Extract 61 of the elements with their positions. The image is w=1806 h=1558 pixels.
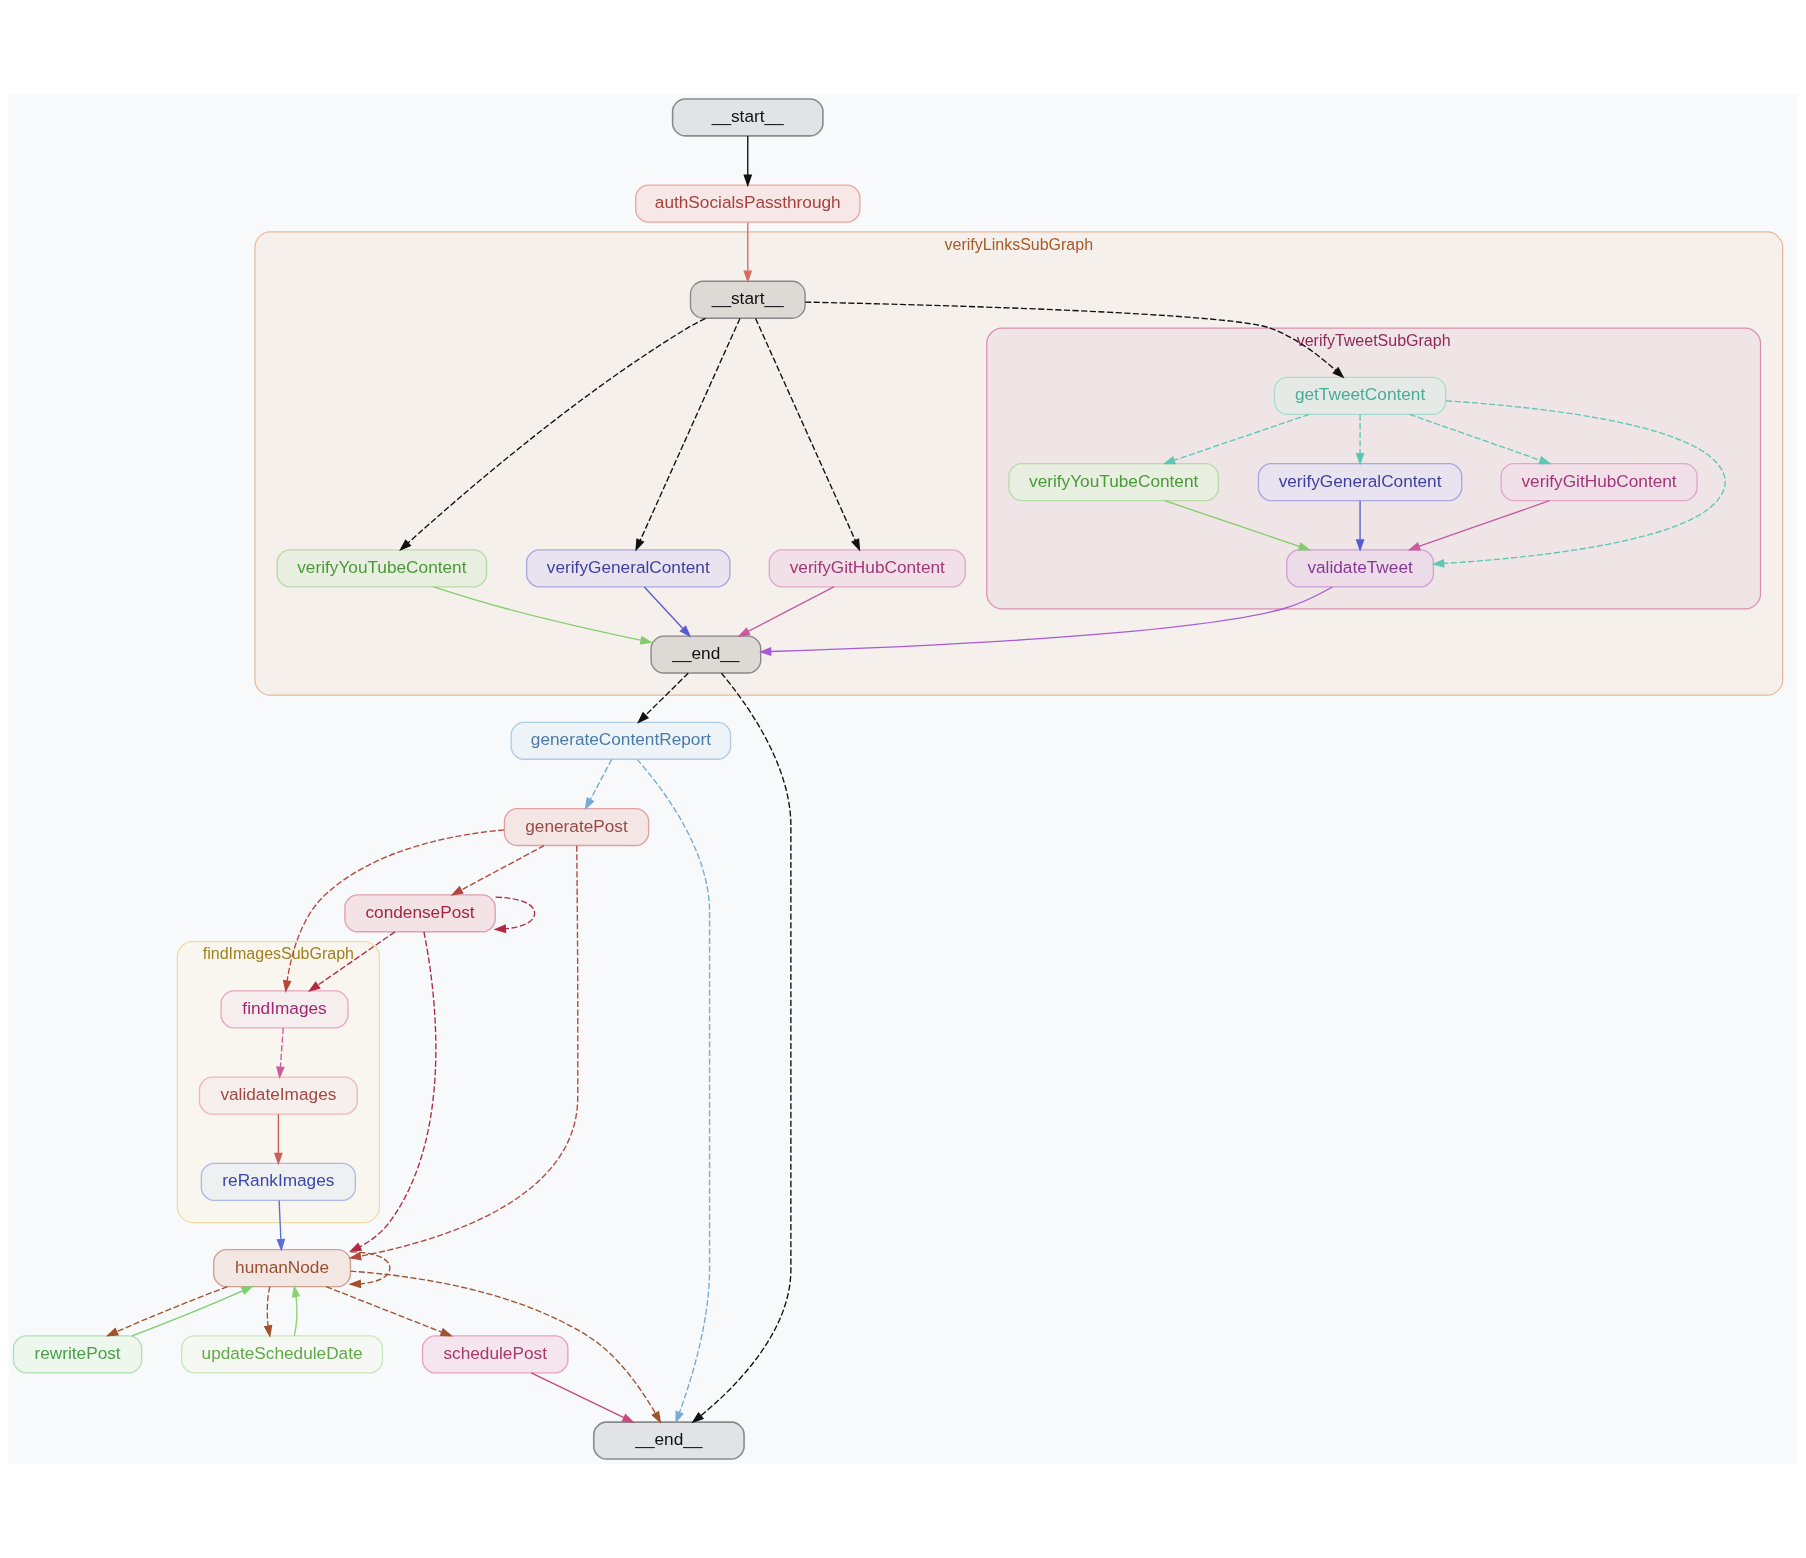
arrow [348, 844, 579, 1261]
arrow [635, 317, 741, 552]
arrow [1407, 500, 1551, 551]
arrow [758, 586, 1334, 656]
node-box: humanNode [213, 1248, 352, 1288]
arrow [1408, 413, 1552, 465]
arrow [643, 586, 692, 638]
node-box: validateImages [198, 1076, 358, 1115]
node-box: verifyGeneralContent [525, 549, 731, 588]
node-box: verifyGeneralContent [1257, 462, 1463, 502]
arrow [584, 758, 613, 811]
node-box: reRankImages [200, 1162, 357, 1202]
arrow [263, 1286, 273, 1338]
arrow [691, 672, 792, 1424]
arrow [493, 896, 536, 934]
arrow [276, 1027, 285, 1080]
arrow [348, 1251, 391, 1289]
node-box: condensePost [344, 894, 496, 933]
arrow [530, 1372, 635, 1423]
arrow [399, 317, 707, 552]
node-box: verifyGitHubContent [768, 549, 966, 588]
arrow [325, 1286, 453, 1337]
arrow [307, 931, 396, 993]
arrow [291, 1284, 301, 1337]
arrow [1162, 413, 1310, 465]
arrow [737, 586, 835, 637]
arrow [349, 1270, 662, 1424]
arrow [273, 1113, 283, 1166]
arrow [432, 586, 653, 645]
arrow [348, 931, 437, 1253]
arrow [1431, 400, 1726, 568]
node-box: updateScheduleDate [181, 1335, 384, 1374]
node-box: verifyYouTubeContent [1008, 462, 1220, 502]
node-box: authSocialsPassthrough [634, 184, 861, 223]
node-box: rewritePost [12, 1335, 143, 1374]
node-box: __start__ [671, 98, 824, 137]
arrow [743, 135, 753, 188]
arrow [804, 301, 1345, 379]
node-box: verifyYouTubeContent [276, 549, 488, 588]
arrow [276, 1199, 286, 1252]
arrow [282, 829, 505, 993]
node-box: findImages [220, 990, 349, 1029]
node-box: validateTweet [1286, 549, 1435, 588]
node-box: __end__ [650, 635, 762, 674]
node-box: verifyGitHubContent [1500, 462, 1698, 502]
arrow [1355, 413, 1365, 466]
node-box: __start__ [689, 280, 806, 319]
arrow [450, 844, 545, 896]
arrow [636, 758, 711, 1424]
node-box: getTweetContent [1273, 376, 1447, 415]
arrow [1355, 500, 1365, 552]
node-box: generateContentReport [510, 721, 732, 760]
node-box: generatePost [503, 807, 650, 847]
node-box: schedulePost [421, 1335, 569, 1374]
arrow [105, 1286, 229, 1337]
arrow [1164, 500, 1312, 551]
arrow [754, 317, 861, 552]
node-box: __end__ [592, 1421, 745, 1460]
arrow [743, 221, 753, 284]
arrow [637, 672, 689, 724]
arrow [131, 1285, 254, 1337]
